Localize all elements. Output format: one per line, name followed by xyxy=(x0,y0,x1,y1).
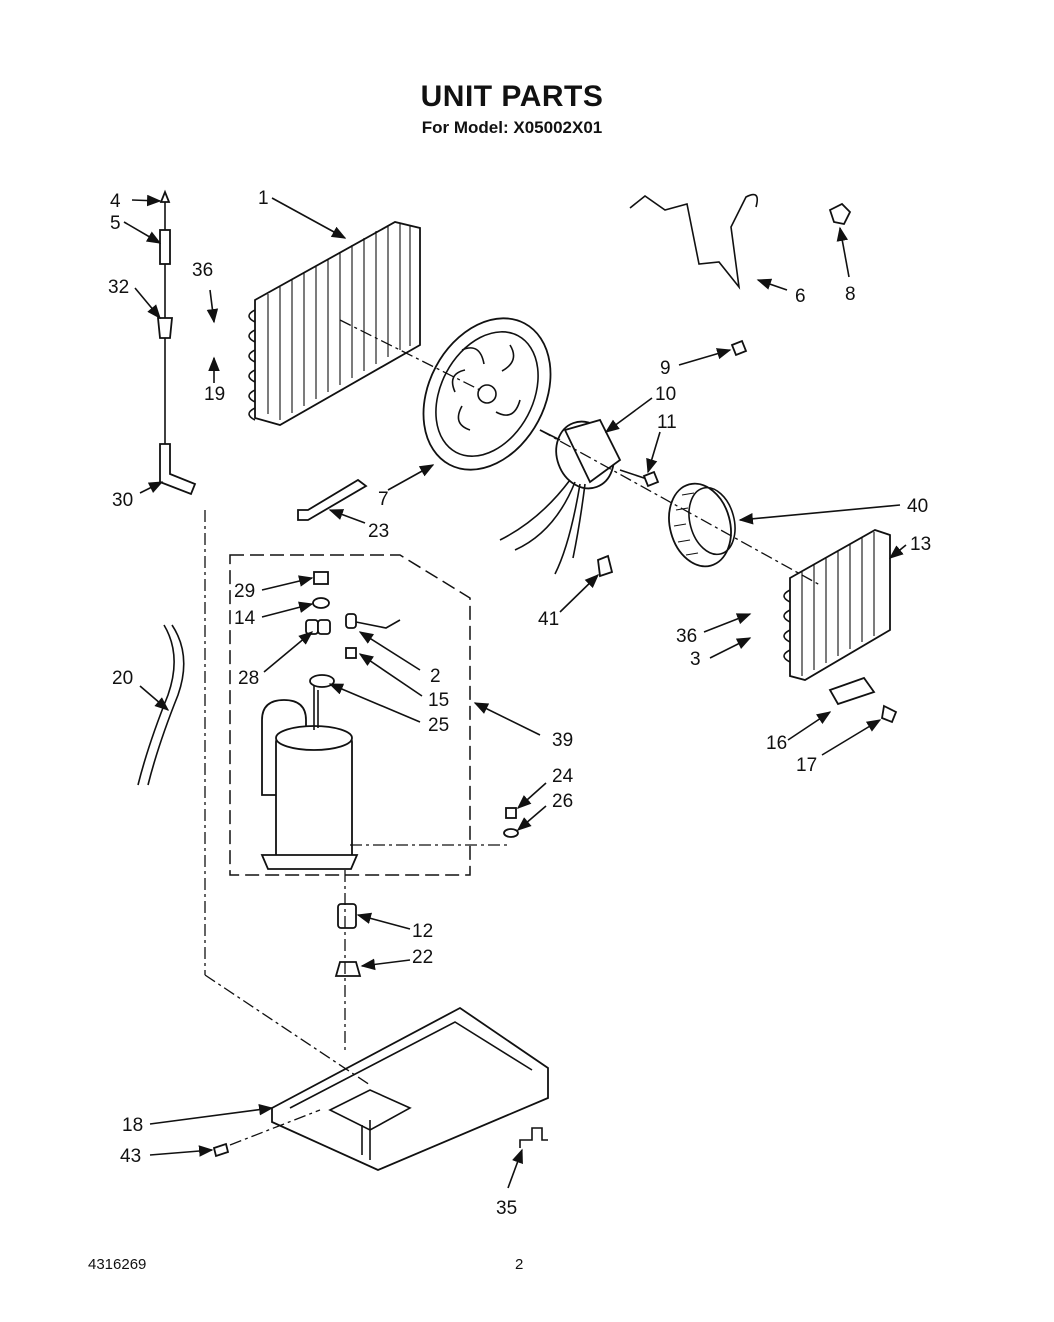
small-hardware-drawing xyxy=(212,470,898,1158)
callout-4: 4 xyxy=(110,191,121,212)
callout-9: 9 xyxy=(660,358,671,379)
callout-7: 7 xyxy=(378,489,389,510)
callout-29: 29 xyxy=(234,581,255,602)
callout-16: 16 xyxy=(766,733,787,754)
callout-40: 40 xyxy=(907,496,928,517)
callout-2: 2 xyxy=(430,666,441,687)
callout-36-left: 36 xyxy=(192,260,213,281)
callout-12: 12 xyxy=(412,921,433,942)
callout-25: 25 xyxy=(428,715,449,736)
callout-1: 1 xyxy=(258,188,269,209)
callout-32: 32 xyxy=(108,277,129,298)
evaporator-coil-drawing xyxy=(783,529,891,681)
callout-11: 11 xyxy=(657,412,677,433)
callout-43: 43 xyxy=(120,1146,141,1167)
callout-13: 13 xyxy=(910,534,931,555)
page-number: 2 xyxy=(515,1256,524,1273)
callout-23: 23 xyxy=(368,521,389,542)
compressor-drawing xyxy=(260,676,359,870)
callout-17: 17 xyxy=(796,755,817,776)
callout-labels: 4 5 32 30 36 19 1 6 8 9 10 11 7 23 40 13… xyxy=(108,188,931,1219)
callout-26: 26 xyxy=(552,791,573,812)
callout-39: 39 xyxy=(552,730,573,751)
wire-harness-drawing-2 xyxy=(137,624,175,786)
condenser-coil-drawing xyxy=(248,221,421,426)
callout-14: 14 xyxy=(234,608,256,629)
callout-20: 20 xyxy=(112,668,133,689)
page-title: UNIT PARTS xyxy=(420,80,604,113)
callout-3: 3 xyxy=(690,649,701,670)
callout-36-right: 36 xyxy=(676,626,697,647)
callout-5: 5 xyxy=(110,213,121,234)
blower-wheel-drawing xyxy=(668,482,736,568)
callout-24: 24 xyxy=(552,766,574,787)
fan-shroud-drawing xyxy=(422,317,552,471)
thermostat-bulb-drawing xyxy=(157,189,197,496)
callout-8: 8 xyxy=(845,284,856,305)
compressor-assembly-boundary xyxy=(229,554,471,876)
clip-drawing xyxy=(828,202,852,226)
refrigerant-tube-drawing xyxy=(629,193,759,290)
document-number: 4316269 xyxy=(88,1256,147,1273)
callout-10: 10 xyxy=(655,384,676,405)
alignment-lines xyxy=(204,319,821,1146)
callout-41: 41 xyxy=(538,609,559,630)
callout-6: 6 xyxy=(795,286,806,307)
callout-19: 19 xyxy=(204,384,225,405)
callout-35: 35 xyxy=(496,1198,517,1219)
model-subtitle: For Model: X05002X01 xyxy=(421,118,603,137)
callout-15: 15 xyxy=(428,690,449,711)
callout-28: 28 xyxy=(238,668,259,689)
callout-18: 18 xyxy=(122,1115,143,1136)
callout-30: 30 xyxy=(112,490,133,511)
leader-lines xyxy=(123,194,907,1189)
screw-drawing xyxy=(730,339,748,357)
wire-harness-drawing xyxy=(147,624,185,786)
callout-22: 22 xyxy=(412,947,433,968)
base-pan-drawing xyxy=(271,1006,549,1171)
